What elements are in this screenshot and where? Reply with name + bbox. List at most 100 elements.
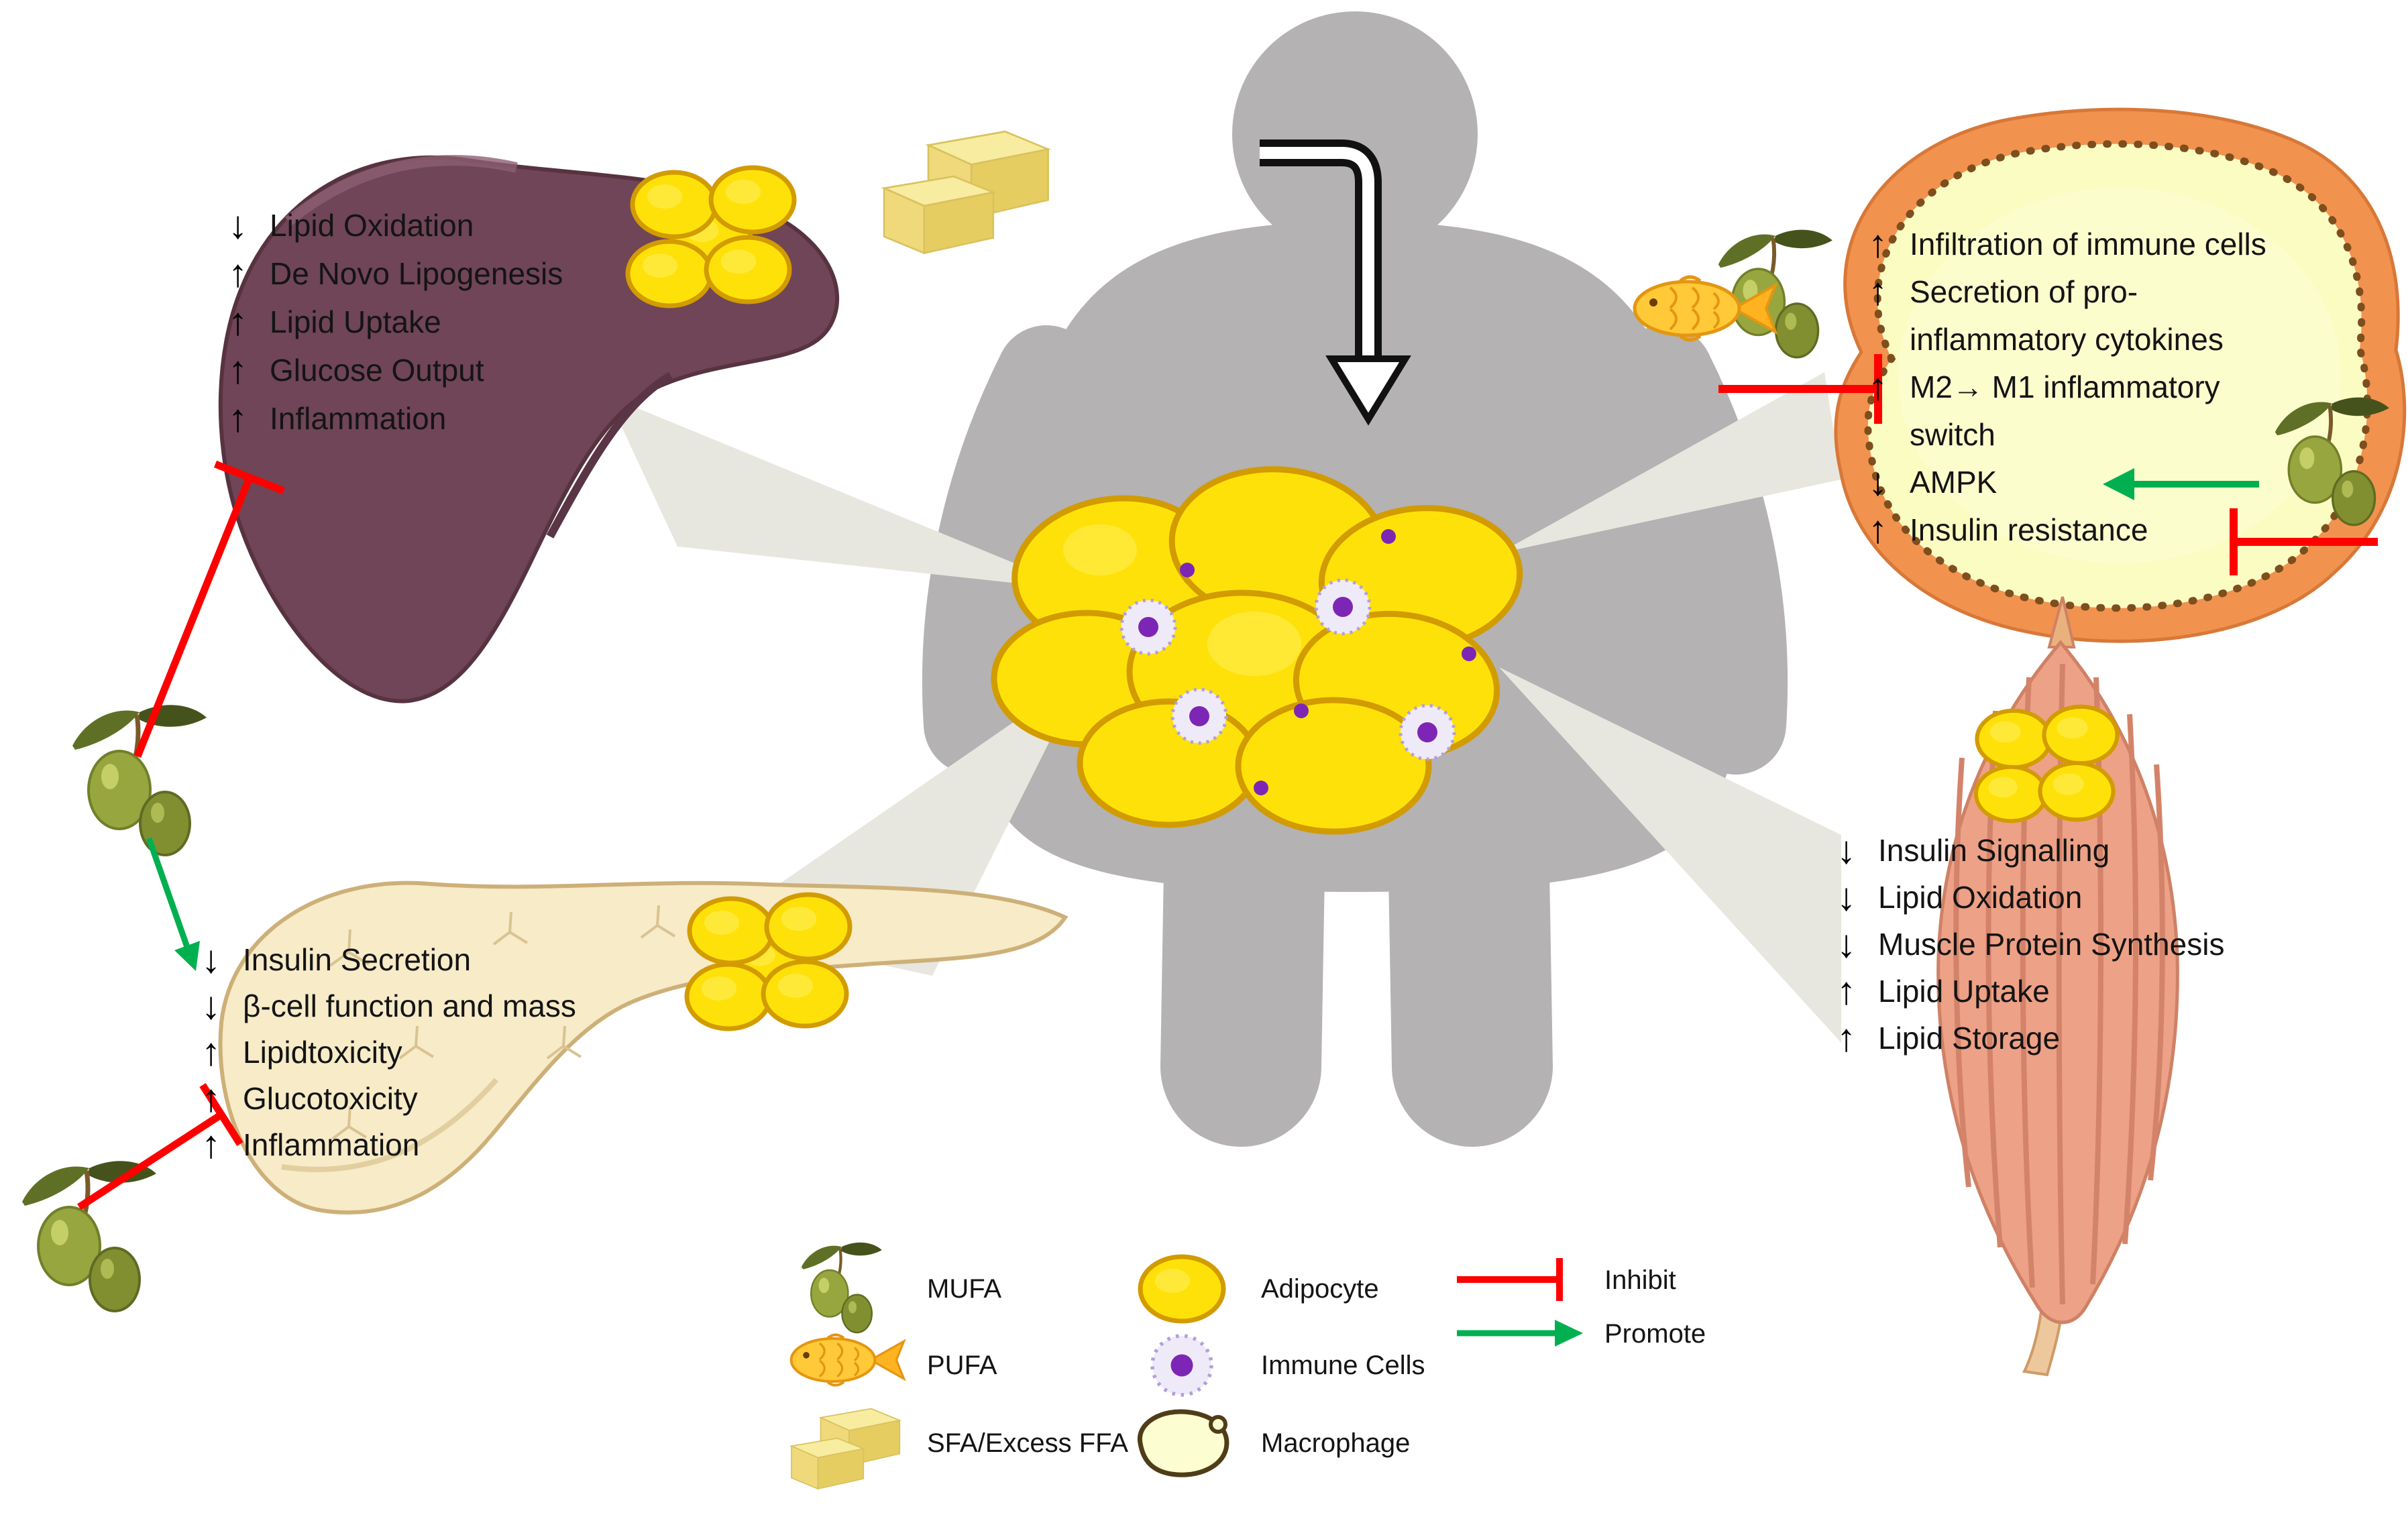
up-arrow-icon: ↑ (1868, 269, 1887, 313)
effect-label: Muscle Protein Synthesis (1878, 927, 2225, 962)
up-arrow-icon: ↑ (228, 396, 248, 440)
legend-icons (791, 1243, 1583, 1489)
inhibit-line-insulin-resistance (2230, 508, 2378, 575)
adipose-tissue-shape (1834, 107, 2407, 643)
list-item: ↑ Glucotoxicity (201, 1075, 576, 1121)
legend-macrophage-icon (1140, 1412, 1227, 1475)
inhibit-line-liver (133, 460, 286, 758)
list-item: ↑ De Novo Lipogenesis (228, 249, 563, 298)
legend-immune-cell-icon (1152, 1336, 1211, 1395)
legend-adipocyte-icon (1140, 1257, 1223, 1321)
mufa-olive-icon-top-right (1718, 230, 1832, 357)
effect-label: Lipid Oxidation (270, 208, 474, 243)
list-item: ↑ Inflammation (201, 1121, 576, 1168)
effect-label: inflammatory cytokines (1910, 321, 2224, 357)
pancreas-shape (218, 881, 1069, 1215)
connector-beam-adipose (1499, 372, 1841, 553)
effect-label: Insulin resistance (1910, 512, 2148, 547)
up-arrow-icon: ↑ (1837, 969, 1856, 1013)
up-arrow-icon: ↑ (228, 348, 248, 392)
legend-butter-icon (791, 1408, 901, 1489)
up-arrow-icon: ↑ (1868, 221, 1887, 266)
effect-label: Insulin Secretion (243, 942, 472, 977)
legend-label-macrophage: Macrophage (1261, 1428, 1411, 1458)
legend-label-mufa: MUFA (927, 1274, 1002, 1304)
legend-label-inhibit: Inhibit (1604, 1265, 1676, 1295)
legend-label-promote: Promote (1604, 1319, 1706, 1349)
effect-label: Lipidtoxicity (243, 1034, 402, 1070)
up-arrow-icon: ↑ (201, 1122, 221, 1166)
effect-label: Glucose Output (270, 353, 484, 388)
effect-label: De Novo Lipogenesis (270, 256, 563, 291)
mufa-olive-icon-left (72, 705, 207, 855)
effect-label: Infiltration of immune cells (1910, 226, 2266, 262)
effect-label: M2→ M1 inflammatory (1910, 369, 2220, 404)
promote-arrow-adipose (2103, 468, 2259, 500)
list-item: ↓ β-cell function and mass (201, 982, 576, 1029)
legend-fish-icon (791, 1335, 904, 1385)
list-item: ↑ Lipidtoxicity (201, 1029, 576, 1075)
list-item: ↑ Inflammation (228, 394, 563, 443)
effect-label: switch (1910, 416, 1995, 452)
up-arrow-icon: ↑ (228, 251, 248, 295)
down-arrow-icon: ↓ (1837, 875, 1856, 919)
list-item: ↓Lipid Oxidation (228, 201, 563, 249)
legend-promote-symbol (1457, 1320, 1583, 1347)
up-arrow-icon: ↑ (1868, 507, 1887, 551)
muscle-effects-list: ↓ Insulin Signalling ↓ Lipid Oxidation ↓ Mu… (1837, 827, 2224, 1062)
effect-label: Inflammation (243, 1127, 420, 1162)
list-item: ↑ Lipid Storage (1837, 1015, 2224, 1062)
black-intake-arrow (1260, 139, 1411, 426)
down-arrow-icon: ↓ (1868, 459, 1887, 504)
effect-label: Lipid Uptake (1878, 974, 2050, 1009)
down-arrow-icon: ↓ (201, 937, 221, 981)
effect-label: Lipid Storage (1878, 1021, 2061, 1056)
up-arrow-icon: ↑ (201, 1076, 221, 1120)
effect-label: β-cell function and mass (243, 988, 576, 1023)
list-item: ↑ Lipid Uptake (1837, 968, 2224, 1015)
pancreas-effects-list: ↓ Insulin Secretion ↓ β-cell function and … (201, 936, 576, 1168)
effect-label: Lipid Oxidation (1878, 880, 2083, 915)
up-arrow-icon: ↑ (1868, 364, 1887, 408)
connector-beam-liver (607, 396, 1080, 590)
liver-effects-list: ↓Lipid Oxidation ↑ De Novo Lipogenesis ↑ L… (228, 201, 563, 443)
effect-label: Lipid Uptake (270, 304, 441, 339)
legend-label-adipocyte: Adipocyte (1261, 1274, 1379, 1304)
legend-olive-icon (802, 1243, 882, 1333)
down-arrow-icon: ↓ (201, 983, 221, 1027)
effect-label: Glucotoxicity (243, 1080, 418, 1116)
central-adipocyte-cluster (991, 466, 1523, 835)
legend-label-immune-cells: Immune Cells (1261, 1351, 1425, 1380)
up-arrow-icon: ↑ (1837, 1016, 1856, 1060)
down-arrow-icon: ↓ (1837, 922, 1856, 966)
list-item: switch (1868, 410, 2266, 458)
effect-label: Secretion of pro- (1910, 274, 2138, 309)
mufa-olive-icon-bottom-left (22, 1161, 156, 1311)
list-item: ↑ Insulin resistance (1868, 506, 2266, 553)
list-item: ↓ Muscle Protein Synthesis (1837, 921, 2224, 968)
up-arrow-icon: ↑ (228, 300, 248, 343)
legend-label-pufa: PUFA (927, 1351, 997, 1380)
up-arrow-icon: ↑ (201, 1029, 221, 1074)
list-item: ↑ Lipid Uptake (228, 298, 563, 346)
effect-label: AMPK (1910, 464, 1997, 500)
down-arrow-icon: ↓ (1837, 828, 1856, 872)
immune-cells-in-cluster (1121, 529, 1476, 795)
effect-label: Inflammation (270, 401, 447, 436)
list-item: ↑ Secretion of pro- (1868, 268, 2266, 315)
list-item: ↓ AMPK (1868, 458, 2266, 506)
effect-label: Insulin Signalling (1878, 833, 2110, 868)
legend-inhibit-symbol (1457, 1258, 1563, 1301)
inhibit-line-pancreas (76, 1083, 243, 1210)
list-item: ↑ Glucose Output (228, 346, 563, 394)
list-item: ↓ Insulin Signalling (1837, 827, 2224, 874)
promote-arrow-pancreas (146, 837, 200, 971)
list-item: ↑ M2→ M1 inflammatory (1868, 363, 2266, 410)
inhibit-line-adipose (1718, 354, 1882, 424)
butter-icon (883, 130, 1049, 254)
legend-label-sfa: SFA/Excess FFA (927, 1428, 1129, 1458)
list-item: ↓ Insulin Secretion (201, 936, 576, 982)
connector-beam-muscle (1499, 667, 1841, 1043)
list-item: ↑ Infiltration of immune cells (1868, 220, 2266, 268)
